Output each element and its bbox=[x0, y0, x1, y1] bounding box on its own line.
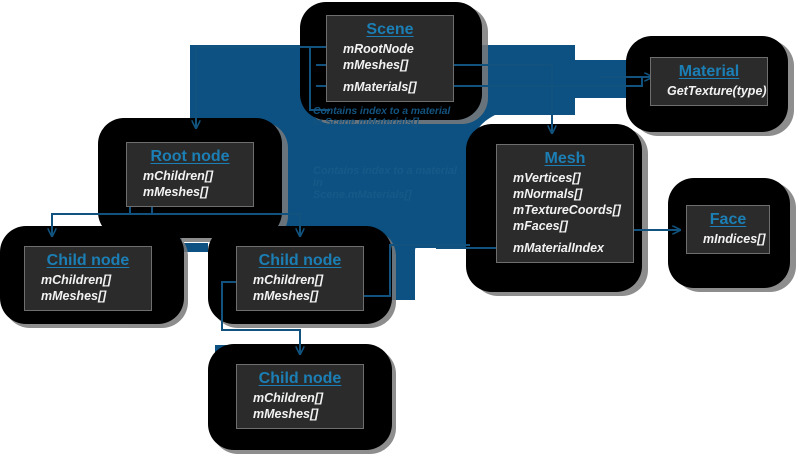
node-mesh[interactable]: Mesh mVertices[] mNormals[] mTextureCoor… bbox=[496, 144, 634, 263]
node-mesh-field-1: mNormals[] bbox=[513, 187, 583, 201]
node-child-middle-title: Child node bbox=[258, 252, 342, 269]
node-root-node-field-1: mMeshes[] bbox=[143, 185, 209, 199]
node-root-node-field-0: mChildren[] bbox=[143, 169, 214, 183]
node-child-left-title: Child node bbox=[46, 252, 130, 269]
node-face-field-0: mIndices[] bbox=[703, 232, 766, 246]
node-child-left-field-0: mChildren[] bbox=[41, 273, 112, 287]
edge-scene-rootnode bbox=[196, 46, 336, 128]
edge-scene-meshes bbox=[430, 64, 552, 133]
node-child-bottom-title: Child node bbox=[258, 370, 342, 387]
node-scene-field-1: mMeshes[] bbox=[343, 58, 409, 72]
node-child-bottom-field-1: mMeshes[] bbox=[253, 407, 319, 421]
node-child-middle-field-1: mMeshes[] bbox=[253, 289, 319, 303]
edge-child-middle-bottom bbox=[221, 281, 300, 354]
node-material-field-0: GetTexture(type) bbox=[667, 84, 767, 98]
node-face[interactable]: Face mIndices[] bbox=[686, 205, 770, 254]
node-scene-field-0: mRootNode bbox=[343, 42, 414, 56]
edge-scene-materials-stub bbox=[430, 77, 643, 87]
node-root-node[interactable]: Root node mChildren[] mMeshes[] bbox=[126, 142, 254, 207]
node-child-left-field-1: mMeshes[] bbox=[41, 289, 107, 303]
node-child-middle-field-0: mChildren[] bbox=[253, 273, 324, 287]
note-material-index-line2: in Scene.mMaterials[] bbox=[313, 116, 419, 128]
node-mesh-field-4: mMaterialIndex bbox=[513, 241, 605, 255]
ghost-note-line2: in bbox=[313, 177, 323, 189]
node-mesh-title: Mesh bbox=[544, 150, 586, 167]
node-root-node-title: Root node bbox=[150, 148, 230, 165]
ghost-note-line3: Scene.mMaterials[] bbox=[313, 189, 412, 201]
ghost-note-line1: Contains index to a material bbox=[313, 165, 457, 177]
node-face-title: Face bbox=[709, 211, 747, 228]
note-material-index-line1: Contains index to a material bbox=[313, 105, 451, 117]
node-scene-title: Scene bbox=[366, 21, 414, 38]
node-material-title: Material bbox=[678, 63, 740, 80]
node-scene-field-2: mMaterials[] bbox=[343, 80, 417, 94]
edge-root-child-middle bbox=[130, 213, 300, 236]
node-mesh-field-2: mTextureCoords[] bbox=[513, 203, 621, 217]
node-child-node-bottom[interactable]: Child node mChildren[] mMeshes[] bbox=[236, 364, 364, 429]
edge-ref-vertical bbox=[309, 47, 330, 111]
node-material[interactable]: Material GetTexture(type) bbox=[650, 57, 768, 106]
node-child-node-left[interactable]: Child node mChildren[] mMeshes[] bbox=[24, 246, 152, 311]
edge-child-middle-mesh bbox=[340, 244, 470, 297]
node-mesh-field-3: mFaces[] bbox=[513, 219, 568, 233]
node-child-bottom-field-0: mChildren[] bbox=[253, 391, 324, 405]
node-scene[interactable]: Scene mRootNode mMeshes[] mMaterials[] bbox=[326, 15, 454, 102]
node-child-node-middle[interactable]: Child node mChildren[] mMeshes[] bbox=[236, 246, 364, 311]
node-mesh-field-0: mVertices[] bbox=[513, 171, 581, 185]
